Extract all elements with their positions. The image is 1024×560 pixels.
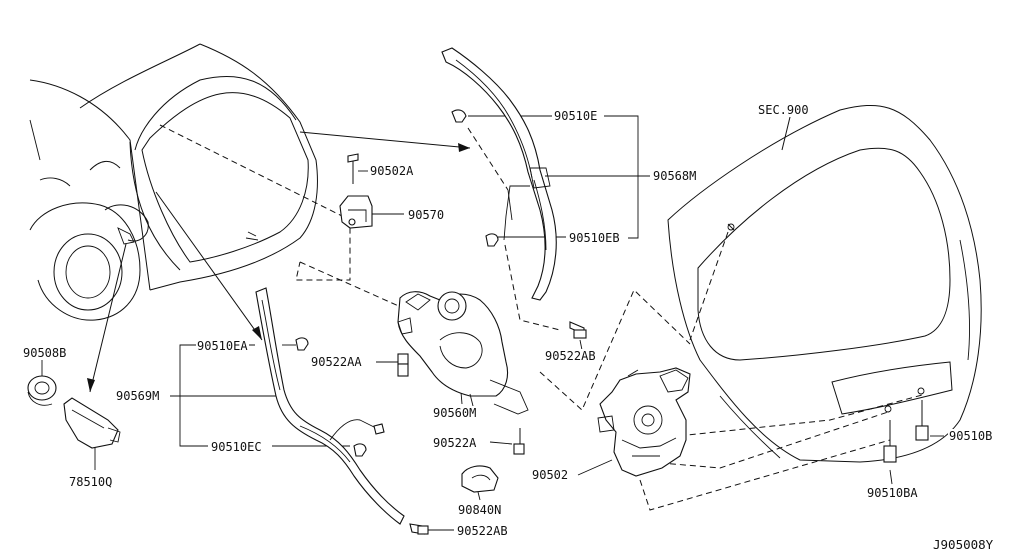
callout-90840n[interactable]: 90840N: [457, 503, 503, 517]
wiper-link-assembly-right: [441, 47, 587, 339]
callout-90510eb[interactable]: 90510EB: [568, 231, 621, 245]
bracket-90570: [339, 153, 373, 229]
callout-90510e[interactable]: 90510E: [553, 109, 599, 123]
screw-icon: [347, 153, 359, 184]
callout-90522ab-top[interactable]: 90522AB: [544, 349, 597, 363]
callout-90510ba[interactable]: 90510BA: [866, 486, 919, 500]
callout-90510ec[interactable]: 90510EC: [210, 440, 263, 454]
bolt-90510b: [915, 400, 929, 441]
callout-90502a[interactable]: 90502A: [369, 164, 415, 178]
callout-90570[interactable]: 90570: [407, 208, 446, 222]
bolt-icon: [513, 428, 525, 455]
wiper-motor-90560m: [397, 291, 529, 455]
bolt-90510ba: [883, 420, 897, 463]
bolt-icon: [569, 321, 587, 339]
callout-90522a[interactable]: 90522A: [432, 436, 478, 450]
wiper-link-assembly-left: [255, 287, 429, 535]
back-door-actuator-90502: [597, 367, 691, 477]
back-door-illustration: [667, 104, 982, 463]
drawing-code: J905008Y: [932, 537, 995, 552]
callout-90522aa[interactable]: 90522AA: [310, 355, 363, 369]
callout-90568m[interactable]: 90568M: [652, 169, 698, 183]
callout-90510ea[interactable]: 90510EA: [196, 339, 249, 353]
grommet-90508b: [27, 375, 57, 406]
callout-90560m[interactable]: 90560M: [432, 406, 478, 420]
callout-90510b[interactable]: 90510B: [948, 429, 994, 443]
callout-90508b[interactable]: 90508B: [22, 346, 68, 360]
callout-90522ab-bottom[interactable]: 90522AB: [456, 524, 509, 538]
cap-90840n: [461, 465, 499, 493]
callout-90569m[interactable]: 90569M: [115, 389, 161, 403]
nozzle-assembly-78510q: [63, 397, 121, 449]
callout-78510q[interactable]: 78510Q: [68, 475, 114, 489]
section-reference[interactable]: SEC.900: [757, 103, 810, 117]
bolt-icon: [397, 353, 409, 377]
callout-90502[interactable]: 90502: [531, 468, 570, 482]
vehicle-rear-illustration: [29, 43, 318, 321]
bolt-icon: [409, 523, 429, 535]
